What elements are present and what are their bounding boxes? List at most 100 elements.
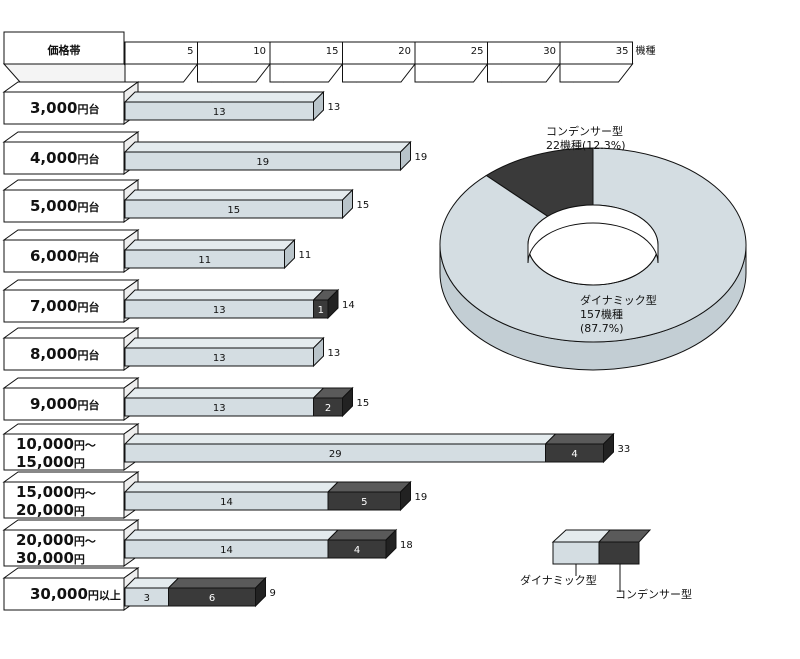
bar-dynamic-top [123,337,325,349]
x-tick-label: 10 [253,46,266,57]
bar-dynamic-top [123,289,325,301]
category-label-line1: 10,000円～ [16,435,96,453]
bar-dynamic-side [313,336,324,368]
donut-hole [527,204,659,264]
bar-dynamic-label: 14 [220,545,233,556]
bar-dynamic-top [123,387,325,399]
bar-condenser-top [326,481,412,493]
category-box-top [2,229,140,241]
category-box-top [2,471,140,483]
x-tick-cell-bottom [124,63,199,83]
bar-total-label: 11 [299,250,312,261]
legend-label-condenser: コンデンサー型 [615,587,692,601]
category-box [3,481,125,519]
bar-total-label: 19 [415,492,428,503]
bar-condenser-side [385,528,397,560]
x-tick-cell [414,41,489,83]
category-label: 6,000円台 [30,247,99,265]
category-box [3,189,125,223]
bar-row: 6,000円台 11 11 [2,229,312,273]
bar-dynamic [123,387,325,417]
bar-dynamic [123,90,325,122]
category-label-line1: 15,000円～ [16,483,96,501]
category-label: 8,000円台 [30,345,99,363]
category-label-line2: 30,000円 [16,549,85,567]
bar-dynamic [123,433,557,463]
bar-dynamic [123,140,412,172]
bar-dynamic [123,289,325,319]
bar-condenser-label: 5 [361,497,367,508]
x-tick-cell [269,41,344,83]
donut-label-dynamic-count: 157機種 [580,307,623,321]
x-tick-label: 15 [326,46,339,57]
category-box [3,529,125,567]
x-tick-label: 5 [187,46,193,57]
category-box-top [2,81,140,93]
bar-dynamic-top [123,91,325,103]
category-box-top [2,377,140,389]
bar-condenser [312,386,354,418]
category-box [3,289,125,323]
bar-total-label: 13 [328,348,341,359]
category-box-top [2,179,140,191]
x-tick-cell [197,41,272,83]
donut-label-condenser-value: 22機種(12.3%) [546,138,626,152]
bar-dynamic-top [123,189,354,201]
category-label-line2: 20,000円 [16,501,85,519]
bar-dynamic-label: 15 [227,205,240,216]
x-tick-cell-bottom [342,63,417,83]
bar-dynamic-side [400,140,411,172]
category-box [3,577,125,611]
x-tick-label: 35 [616,46,629,57]
bar-condenser [167,576,267,608]
bar-condenser-side [327,288,339,320]
bar-condenser-side [255,576,266,608]
bar-total-label: 14 [342,300,355,311]
x-tick-cell-bottom [414,63,489,83]
x-tick-cell [342,41,417,83]
x-tick-cell-bottom [197,63,272,83]
category-label: 5,000円台 [30,197,99,215]
bar-condenser [326,528,398,560]
category-label: 4,000円台 [30,149,99,167]
bar-dynamic-side [284,238,295,270]
category-box-top [2,327,140,339]
bar-total-label: 13 [328,102,341,113]
bar-condenser [326,480,412,512]
category-box [3,337,125,371]
bar-dynamic-label: 11 [198,255,211,266]
axis-header-box-bottom [2,63,142,83]
legend-label-dynamic: ダイナミック型 [520,573,597,587]
bar-dynamic-label: 13 [213,353,226,364]
x-tick-cell-bottom [559,63,634,83]
category-label-line1: 20,000円～ [16,531,96,549]
bar-dynamic-label: 13 [213,403,226,414]
bar-condenser-side [342,386,353,418]
bar-condenser-side [400,480,411,512]
donut-hole-edge [527,244,659,286]
bar-total-label: 19 [415,152,428,163]
bar-dynamic-label: 13 [213,107,226,118]
legend-swatch-condenser [598,541,640,565]
bar-condenser [312,288,340,320]
bar-condenser-top [544,433,615,445]
legend-swatch-dynamic-front [552,541,600,565]
category-box [3,433,125,471]
x-tick-cell-bottom [487,63,562,83]
bar-dynamic-top [123,141,412,153]
bar-row: 8,000円台 13 13 [2,327,341,371]
bar-dynamic-label: 29 [329,449,342,460]
bar-condenser-side [603,432,614,464]
bar-condenser-label: 6 [209,593,215,604]
bar-dynamic-top [123,433,557,445]
bar-condenser-label: 2 [325,403,331,414]
bar-dynamic-label: 14 [220,497,233,508]
